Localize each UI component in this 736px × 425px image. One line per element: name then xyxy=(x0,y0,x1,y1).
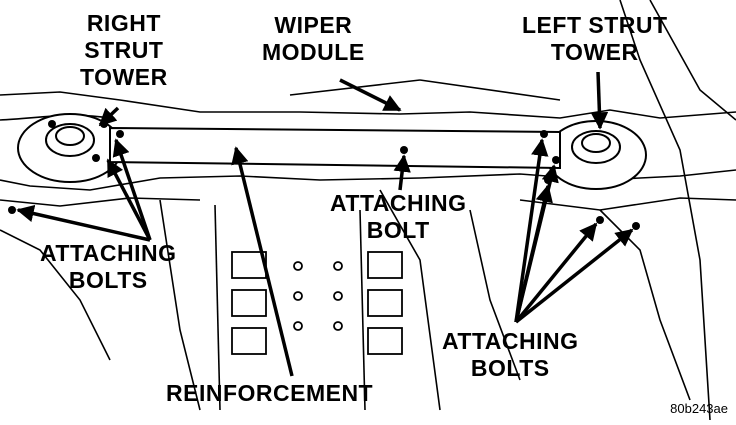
arrow-reinforcement xyxy=(231,146,294,377)
reinforcement-bar xyxy=(109,126,561,170)
callout-arrows xyxy=(16,71,634,377)
arrow-bolts-right-4 xyxy=(514,222,598,324)
arrow-wiper-module xyxy=(339,78,402,112)
attaching-bolt-center-label: ATTACHING BOLT xyxy=(330,190,467,243)
arrow-bolts-right-3 xyxy=(514,184,553,323)
attaching-bolt-heads xyxy=(8,120,640,230)
intake-runners xyxy=(231,251,403,355)
reinforcement-label: REINFORCEMENT xyxy=(166,380,374,406)
attaching-bolts-right-label: ATTACHING BOLTS xyxy=(442,328,579,381)
arrow-bolts-right-1 xyxy=(514,138,549,323)
wiper-module-label: WIPER MODULE xyxy=(262,12,365,65)
arrow-bolts-left-2 xyxy=(106,158,152,241)
right-strut-tower-label: RIGHT STRUT TOWER xyxy=(80,10,168,90)
figure-code: 80b243ae xyxy=(670,401,728,416)
arrow-bolts-left-3 xyxy=(112,138,152,241)
left-strut-tower-label: LEFT STRUT TOWER xyxy=(522,12,668,65)
arrow-attaching-bolt-center xyxy=(393,154,411,191)
arrow-bolts-right-5 xyxy=(514,228,634,324)
right-strut-tower-shape xyxy=(17,113,123,183)
arrow-right-strut-tower xyxy=(98,106,120,127)
arrow-bolts-left-1 xyxy=(16,204,151,242)
arrow-left-strut-tower xyxy=(590,71,609,130)
attaching-bolts-left-label: ATTACHING BOLTS xyxy=(40,240,177,293)
